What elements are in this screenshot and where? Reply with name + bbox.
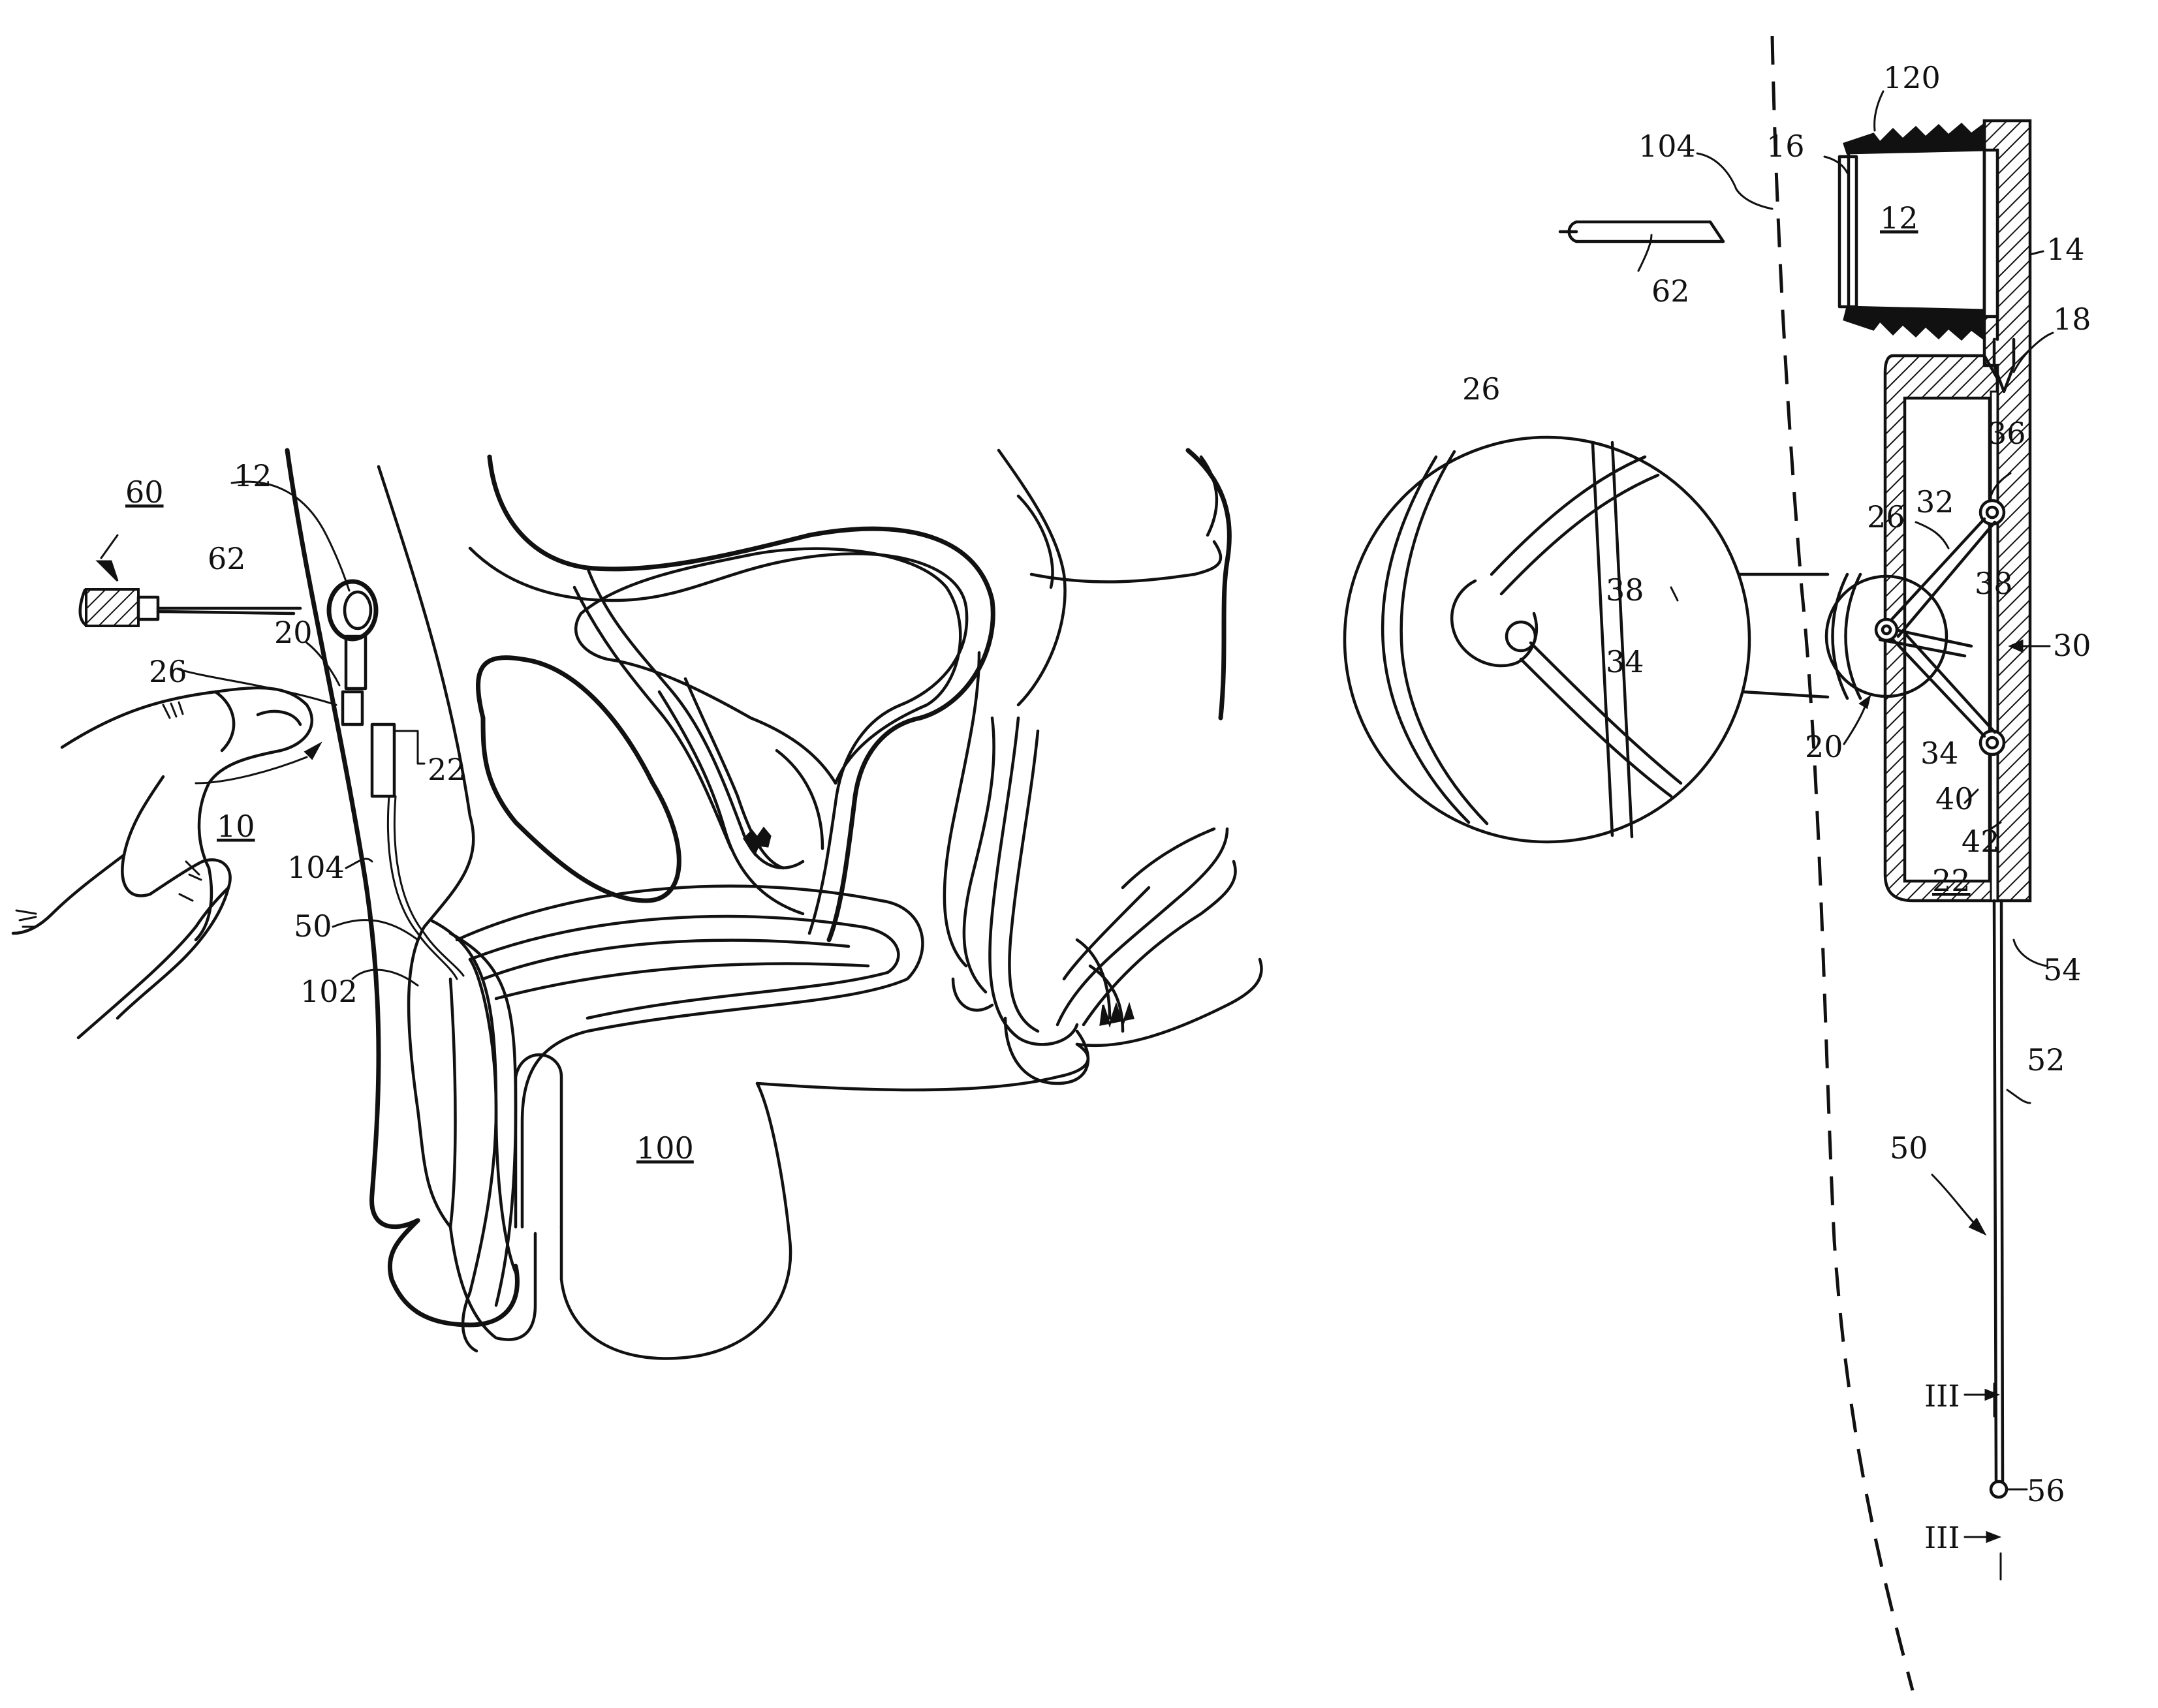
label-56: 56 [2027, 1473, 2065, 1508]
label-30: 30 [2053, 628, 2091, 663]
label-34-inset: 34 [1606, 644, 1644, 679]
label-10: 10 [217, 809, 255, 844]
label-20-right: 20 [1805, 729, 1843, 764]
leader-lines-left [98, 482, 424, 986]
syringe-60 [80, 589, 300, 626]
label-36: 36 [1988, 416, 2026, 451]
label-102: 102 [300, 974, 358, 1009]
label-40: 40 [1935, 781, 1974, 816]
label-14: 14 [2046, 232, 2085, 267]
label-18: 18 [2053, 302, 2091, 337]
label-50-left: 50 [294, 908, 332, 944]
anatomy-section [287, 450, 1262, 1359]
magnified-inset [1345, 437, 1828, 842]
label-52: 52 [2027, 1042, 2065, 1078]
label-34-right: 34 [1920, 736, 1959, 771]
label-22-right: 22 [1932, 863, 1971, 898]
label-104-left: 104 [287, 850, 345, 885]
label-III-b: III [1924, 1520, 1960, 1555]
label-62-right: 62 [1651, 273, 1690, 309]
label-38-right: 38 [1975, 566, 2013, 601]
label-62-left: 62 [208, 541, 246, 576]
label-120: 120 [1883, 60, 1941, 95]
label-III-a: III [1924, 1378, 1960, 1414]
label-22-left: 22 [428, 752, 466, 787]
label-32: 32 [1916, 484, 1954, 520]
label-104-right: 104 [1638, 129, 1696, 164]
label-26-inset: 26 [1462, 371, 1501, 407]
label-100: 100 [636, 1130, 694, 1166]
label-54: 54 [2043, 952, 2082, 987]
label-16: 16 [1766, 129, 1805, 164]
hand-illustration [13, 688, 312, 1038]
label-26-right: 26 [1867, 499, 1905, 535]
label-20-left: 20 [274, 615, 313, 650]
label-12-right: 12 [1880, 200, 1918, 236]
label-38-inset: 38 [1606, 572, 1644, 608]
label-12-left: 12 [234, 458, 272, 493]
label-26-left: 26 [149, 654, 187, 689]
label-42: 42 [1962, 824, 2000, 859]
label-50-right: 50 [1890, 1130, 1928, 1166]
needle-62-right [1560, 222, 1723, 241]
label-60: 60 [125, 474, 164, 510]
